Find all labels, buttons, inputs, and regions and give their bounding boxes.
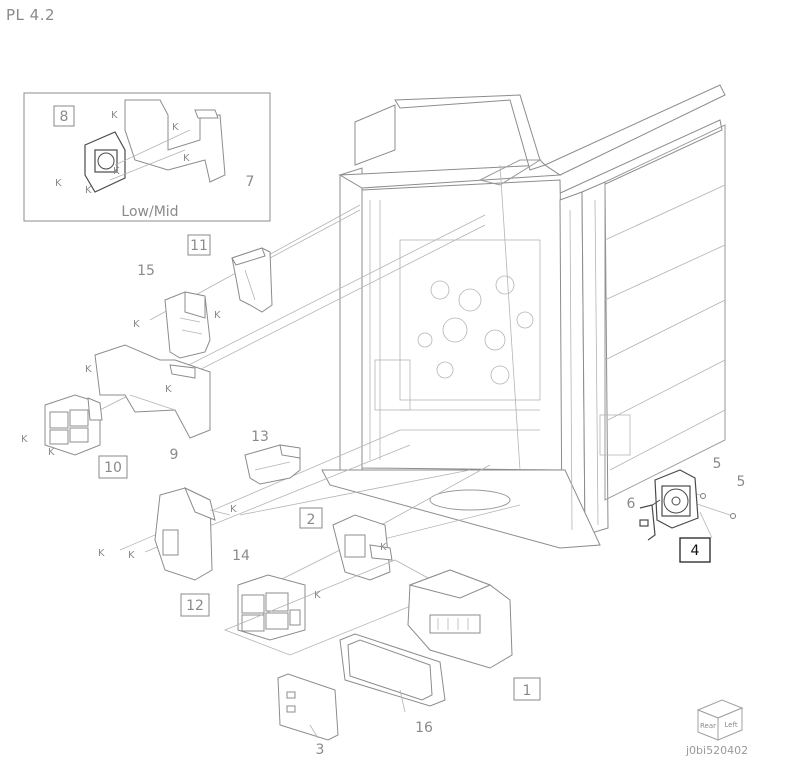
callout-8: 8 bbox=[60, 109, 69, 125]
callout-15: 15 bbox=[137, 263, 155, 279]
part-10-fan-assembly bbox=[44, 394, 103, 456]
part-3-cover bbox=[277, 673, 339, 741]
callout-2: 2 bbox=[307, 512, 316, 528]
callout-5b: 5 bbox=[737, 474, 746, 490]
orientation-cube: Rear Left bbox=[696, 699, 744, 741]
inset-label: Low/Mid bbox=[121, 204, 178, 220]
callout-3: 3 bbox=[316, 742, 325, 758]
page-title: PL 4.2 bbox=[6, 6, 56, 24]
k-marker: K bbox=[85, 185, 92, 196]
k-marker: K bbox=[214, 310, 221, 321]
k-marker: K bbox=[183, 153, 190, 164]
k-marker: K bbox=[113, 166, 120, 177]
part-9-bracket bbox=[94, 344, 211, 439]
callout-11: 11 bbox=[190, 238, 208, 254]
k-marker: K bbox=[98, 548, 105, 559]
callout-9: 9 bbox=[170, 447, 179, 463]
callout-labels: 1 2 3 4 5 5 6 7 8 9 10 11 12 13 14 15 16 bbox=[60, 109, 746, 758]
callout-14: 14 bbox=[232, 548, 250, 564]
k-marker: K bbox=[230, 504, 237, 515]
part-15-duct bbox=[164, 291, 211, 359]
callout-5a: 5 bbox=[713, 456, 722, 472]
document-id: j0bi520402 bbox=[686, 744, 749, 757]
inset-low-mid bbox=[23, 92, 271, 222]
callout-12: 12 bbox=[186, 598, 204, 614]
part-12-duct bbox=[154, 486, 231, 581]
part-14-fan-assembly bbox=[237, 574, 306, 641]
k-marker: K bbox=[21, 434, 28, 445]
k-markers: K K K K K K K K K K K K K K K K K bbox=[21, 110, 387, 601]
part-13-bracket bbox=[244, 444, 301, 485]
callout-1: 1 bbox=[523, 683, 532, 699]
part-11-bracket bbox=[231, 247, 273, 313]
callout-16: 16 bbox=[415, 720, 433, 736]
callout-6: 6 bbox=[627, 496, 636, 512]
part-16-filter bbox=[339, 633, 446, 713]
k-marker: K bbox=[111, 110, 118, 121]
part-2-duct bbox=[332, 514, 393, 581]
k-marker: K bbox=[128, 550, 135, 561]
callout-10: 10 bbox=[104, 460, 122, 476]
callout-4: 4 bbox=[691, 543, 700, 559]
k-marker: K bbox=[314, 590, 321, 601]
k-marker: K bbox=[380, 542, 387, 553]
part-1-duct bbox=[407, 569, 513, 669]
k-marker: K bbox=[55, 178, 62, 189]
callout-7: 7 bbox=[246, 174, 255, 190]
part-5-screws bbox=[700, 493, 736, 519]
k-marker: K bbox=[172, 122, 179, 133]
part-6-harness bbox=[639, 504, 656, 541]
k-marker: K bbox=[85, 364, 92, 375]
callout-13: 13 bbox=[251, 429, 269, 445]
cube-face-left: Left bbox=[724, 721, 737, 729]
cube-face-rear: Rear bbox=[700, 722, 716, 730]
k-marker: K bbox=[48, 447, 55, 458]
part-4-fan bbox=[647, 469, 699, 529]
k-marker: K bbox=[165, 384, 172, 395]
k-marker: K bbox=[133, 319, 140, 330]
main-chassis-frame bbox=[321, 84, 726, 549]
